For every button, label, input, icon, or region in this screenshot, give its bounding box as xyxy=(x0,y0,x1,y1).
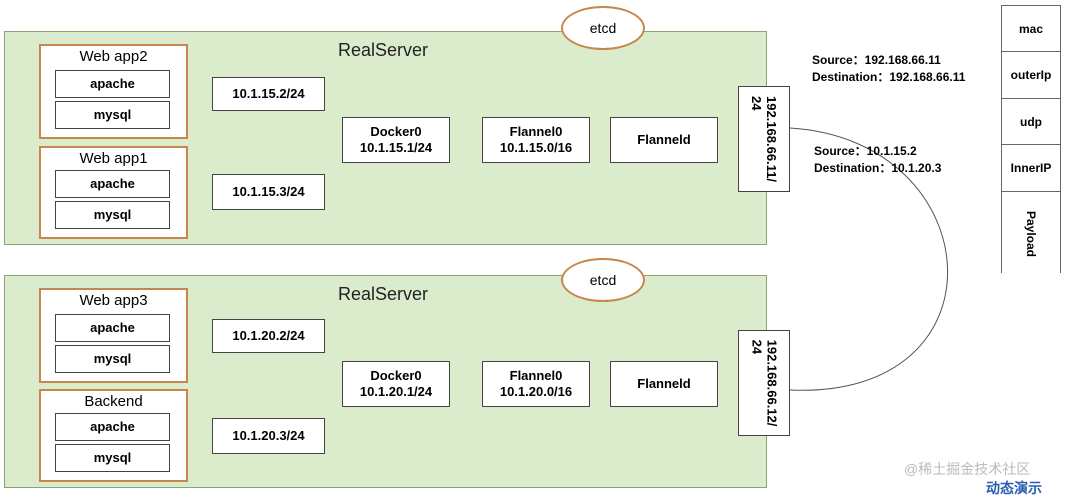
host-ip: 192.168.66.11/ 24 xyxy=(738,86,790,192)
inner-header-info: Source：10.1.15.2 Destination：10.1.20.3 xyxy=(814,143,941,177)
app-name: Web app1 xyxy=(79,150,148,167)
flanneld-daemon: Flanneld xyxy=(610,117,718,163)
container-ip: 10.1.20.2/24 xyxy=(212,319,325,353)
watermark: @稀土掘金技术社区 xyxy=(904,461,1031,477)
server-title: RealServer xyxy=(338,40,429,60)
packet-field: udp xyxy=(1002,99,1060,145)
flannel0-interface: Flannel0 10.1.15.0/16 xyxy=(482,117,590,163)
app-service: apache xyxy=(55,70,170,98)
etcd-node: etcd xyxy=(561,6,645,50)
inner-destination: Destination：10.1.20.3 xyxy=(814,161,942,175)
flannel0-interface: Flannel0 10.1.20.0/16 xyxy=(482,361,590,407)
app-service: apache xyxy=(55,314,170,342)
app-name: Web app3 xyxy=(79,292,148,309)
inner-source: Source：10.1.15.2 xyxy=(814,144,917,158)
flannel0-ip: 10.1.20.0/16 xyxy=(499,384,573,399)
app-name: Backend xyxy=(84,393,143,410)
packet-field: outerIp xyxy=(1002,52,1060,99)
app-service: apache xyxy=(55,170,170,198)
packet-field: Payload xyxy=(1024,210,1038,258)
app-service: mysql xyxy=(55,201,170,229)
packet-field: InnerIP xyxy=(1002,145,1060,192)
etcd-node: etcd xyxy=(561,258,645,302)
packet-structure: mac outerIp udp InnerIP Payload xyxy=(1001,5,1061,276)
server-title: RealServer xyxy=(338,284,429,304)
docker0-ip: 10.1.20.1/24 xyxy=(359,384,433,399)
host-ip: 192.168.66.12/ 24 xyxy=(738,330,790,436)
app-name: Web app2 xyxy=(79,48,148,65)
host-ip-label: 192.168.66.11/ 24 xyxy=(749,95,779,183)
flannel0-name: Flannel0 xyxy=(509,124,563,139)
host-ip-label: 192.168.66.12/ 24 xyxy=(749,339,779,427)
app-service: apache xyxy=(55,413,170,441)
flannel0-ip: 10.1.15.0/16 xyxy=(499,140,573,155)
app-service: mysql xyxy=(55,101,170,129)
docker0-ip: 10.1.15.1/24 xyxy=(359,140,433,155)
container-ip: 10.1.20.3/24 xyxy=(212,418,325,454)
flannel0-name: Flannel0 xyxy=(509,368,563,383)
outer-source: Source：192.168.66.11 xyxy=(812,53,941,67)
packet-field: mac xyxy=(1002,6,1060,52)
host-tunnel-arc xyxy=(789,127,949,391)
outer-destination: Destination：192.168.66.11 xyxy=(812,70,966,84)
container-ip: 10.1.15.3/24 xyxy=(212,174,325,210)
outer-header-info: Source：192.168.66.11 Destination：192.168… xyxy=(812,52,965,86)
app-service: mysql xyxy=(55,345,170,373)
corner-text: 动态演示 xyxy=(986,480,1042,496)
docker0-name: Docker0 xyxy=(370,368,422,383)
docker0-bridge: Docker0 10.1.20.1/24 xyxy=(342,361,450,407)
docker0-bridge: Docker0 10.1.15.1/24 xyxy=(342,117,450,163)
app-service: mysql xyxy=(55,444,170,472)
docker0-name: Docker0 xyxy=(370,124,422,139)
container-ip: 10.1.15.2/24 xyxy=(212,77,325,111)
flanneld-daemon: Flanneld xyxy=(610,361,718,407)
packet-field-payload: Payload xyxy=(1002,192,1060,276)
